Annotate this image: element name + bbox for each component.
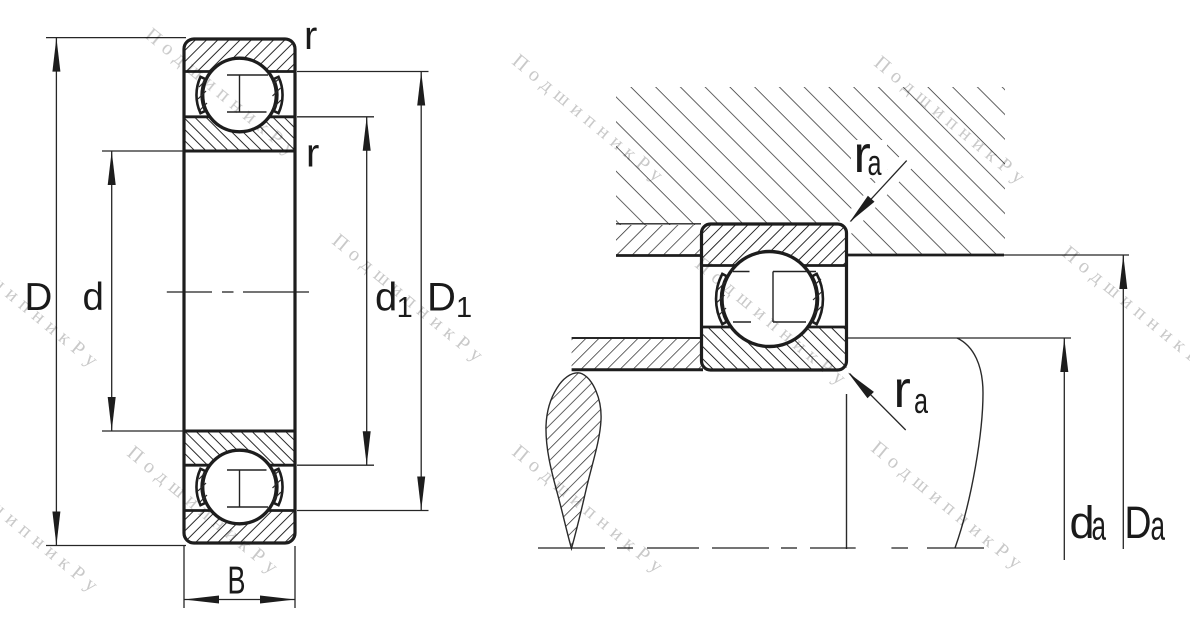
svg-text:d: d	[375, 276, 397, 320]
svg-text:1: 1	[456, 292, 472, 324]
svg-text:a: a	[1092, 503, 1107, 549]
svg-text:a: a	[914, 380, 929, 421]
svg-text:d: d	[1070, 497, 1095, 548]
svg-text:D: D	[427, 276, 456, 320]
svg-text:r: r	[854, 126, 871, 184]
svg-text:d: d	[83, 276, 104, 319]
svg-text:D: D	[25, 276, 53, 319]
svg-text:a: a	[1151, 503, 1166, 549]
svg-text:D: D	[1125, 497, 1152, 548]
svg-text:r: r	[304, 14, 317, 58]
svg-text:r: r	[306, 132, 319, 176]
svg-text:B: B	[228, 560, 246, 603]
svg-text:1: 1	[397, 292, 413, 324]
svg-text:r: r	[894, 361, 911, 419]
svg-text:a: a	[868, 142, 883, 183]
